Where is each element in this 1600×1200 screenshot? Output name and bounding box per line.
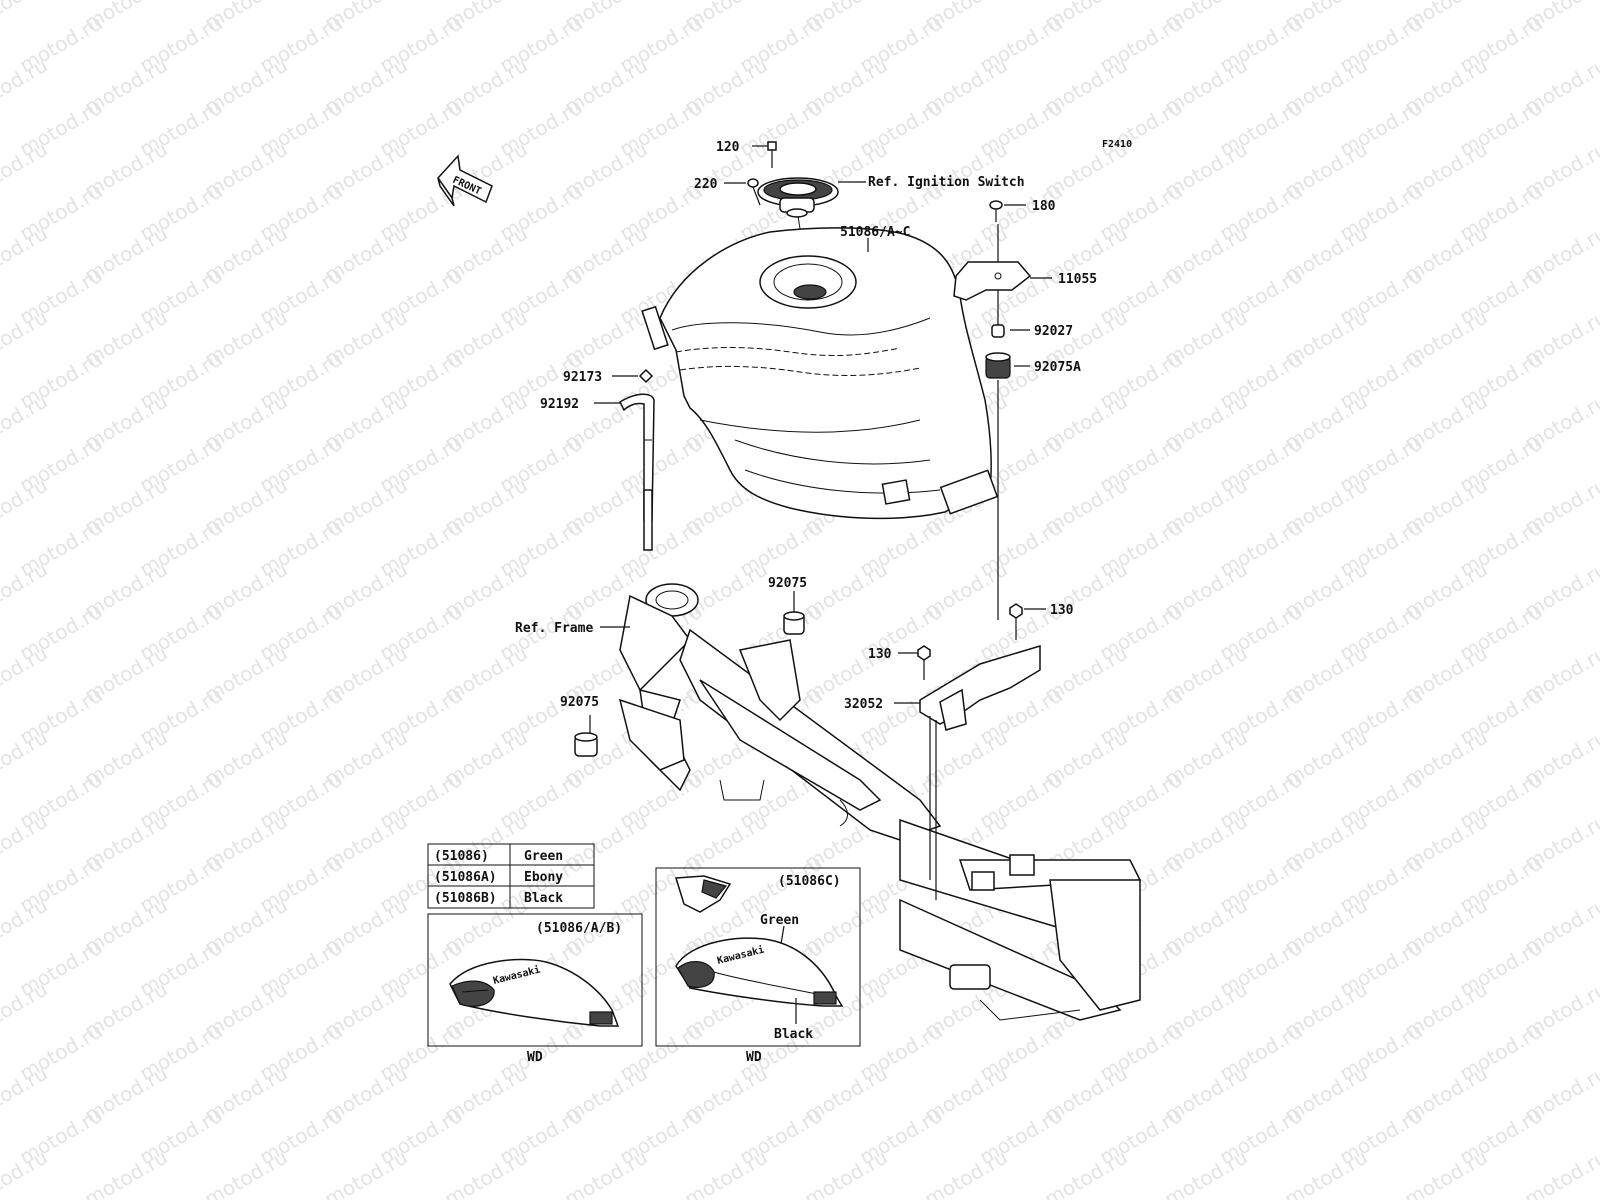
figure-code: F2410 [1102,139,1132,150]
inset-left-title: (51086/A/B) [536,921,622,936]
callout-92192: 92192 [540,397,579,412]
callout-130-right: 130 [1050,603,1074,618]
callout-92027: 92027 [1034,324,1073,339]
callout-220: 220 [694,177,718,192]
damper-92075A [985,352,1030,379]
callout-92075-top: 92075 [768,576,807,591]
screw-120 [752,141,777,168]
callout-92173: 92173 [563,370,602,385]
fuel-tank [641,227,999,520]
bracket-32052 [894,644,1041,900]
inset-51086-a-b: (51086/A/B) Kawasaki WD [427,913,643,1065]
table-code-2: (51086B) [434,891,497,906]
table-code-0: (51086) [434,849,489,864]
callout-32052: 32052 [844,697,883,712]
inset-right-green: Green [760,913,799,928]
callout-120: 120 [716,140,740,155]
screw-220 [724,178,761,206]
damper-92075-left [574,715,598,757]
inset-51086c: (51086C) Green Kawasaki Black WD [655,867,861,1065]
inset-right-title: (51086C) [778,874,841,889]
callout-51086: 51086/A~C [840,225,910,240]
table-color-1: Ebony [524,870,563,885]
damper-92075-top [783,591,805,635]
bolt-130-right [1009,603,1046,640]
bolt-180 [989,200,1026,222]
clamp-92173 [612,368,654,384]
color-table: (51086) Green (51086A) Ebony (51086B) Bl… [427,843,595,909]
frame [618,583,1142,1021]
front-arrow: FRONT [437,154,493,207]
hose-92192 [594,393,655,551]
callout-92075A: 92075A [1034,360,1081,375]
callout-92075-left: 92075 [560,695,599,710]
inset-right-black: Black [774,1027,813,1042]
callout-180: 180 [1032,199,1056,214]
callout-130-left: 130 [868,647,892,662]
collar-92027 [991,324,1030,338]
table-color-2: Black [524,891,563,906]
table-color-0: Green [524,849,563,864]
inset-left-caption: WD [527,1050,543,1065]
inset-right-caption: WD [746,1050,762,1065]
callout-11055: 11055 [1058,272,1097,287]
fuel-cap-assembly [757,177,839,218]
callout-ignition-switch: Ref. Ignition Switch [868,175,1025,190]
bracket-11055 [953,261,1052,301]
callout-ref-frame: Ref. Frame [515,621,593,636]
table-code-1: (51086A) [434,870,497,885]
bolt-130-left [898,645,931,680]
